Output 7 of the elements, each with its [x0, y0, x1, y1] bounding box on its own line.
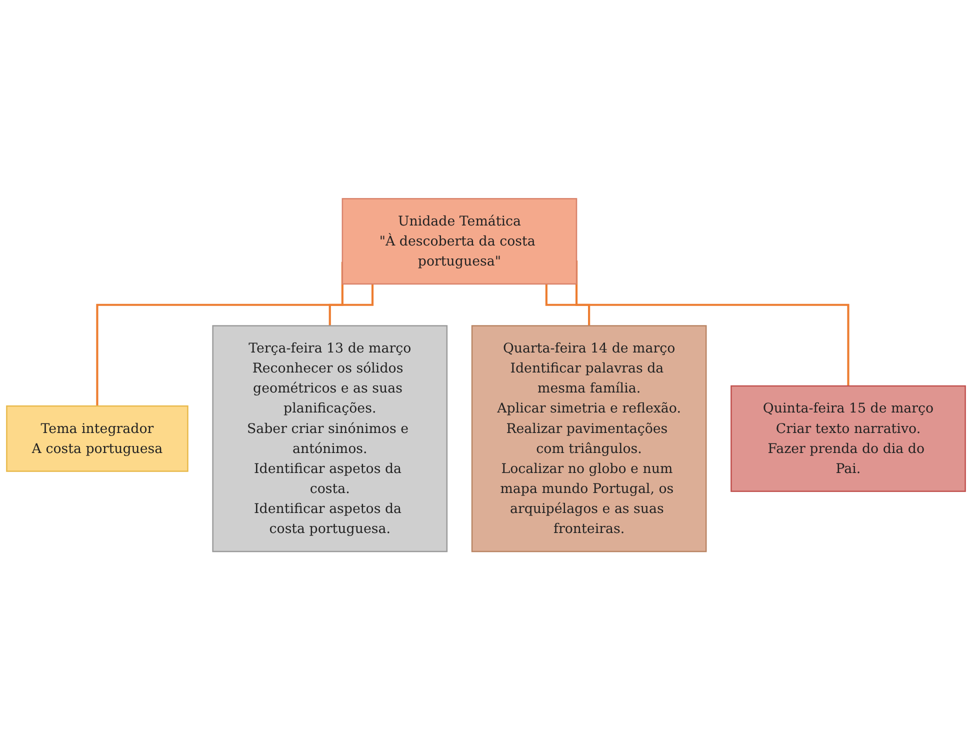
connector — [328, 284, 374, 328]
node-box: Tema integrador A costa portuguesa — [6, 406, 188, 472]
node-box: Quarta-feira 14 de março Identificar palavras da mesma família. Aplicar simetria e reflexão. Realizar pavimentações com triângulos. Localizar no globo e num mapa mundo Portugal, os arquipélagos e as suas fronteiras. — [471, 326, 707, 553]
node-box: Terça-feira 13 de março Reconhecer os sólidos geométricos e as suas planificações. Saber criar sinónimos e antónimos. Identificar aspetos da costa. Identificar aspetos da costa portuguesa. — [212, 326, 448, 553]
node-box: Quinta-feira 15 de março Criar texto narrativo. Fazer prenda do dia do Pai. — [730, 386, 966, 492]
node-box: Unidade Temática "À descoberta da costa portuguesa" — [342, 198, 578, 285]
connector — [545, 284, 590, 328]
